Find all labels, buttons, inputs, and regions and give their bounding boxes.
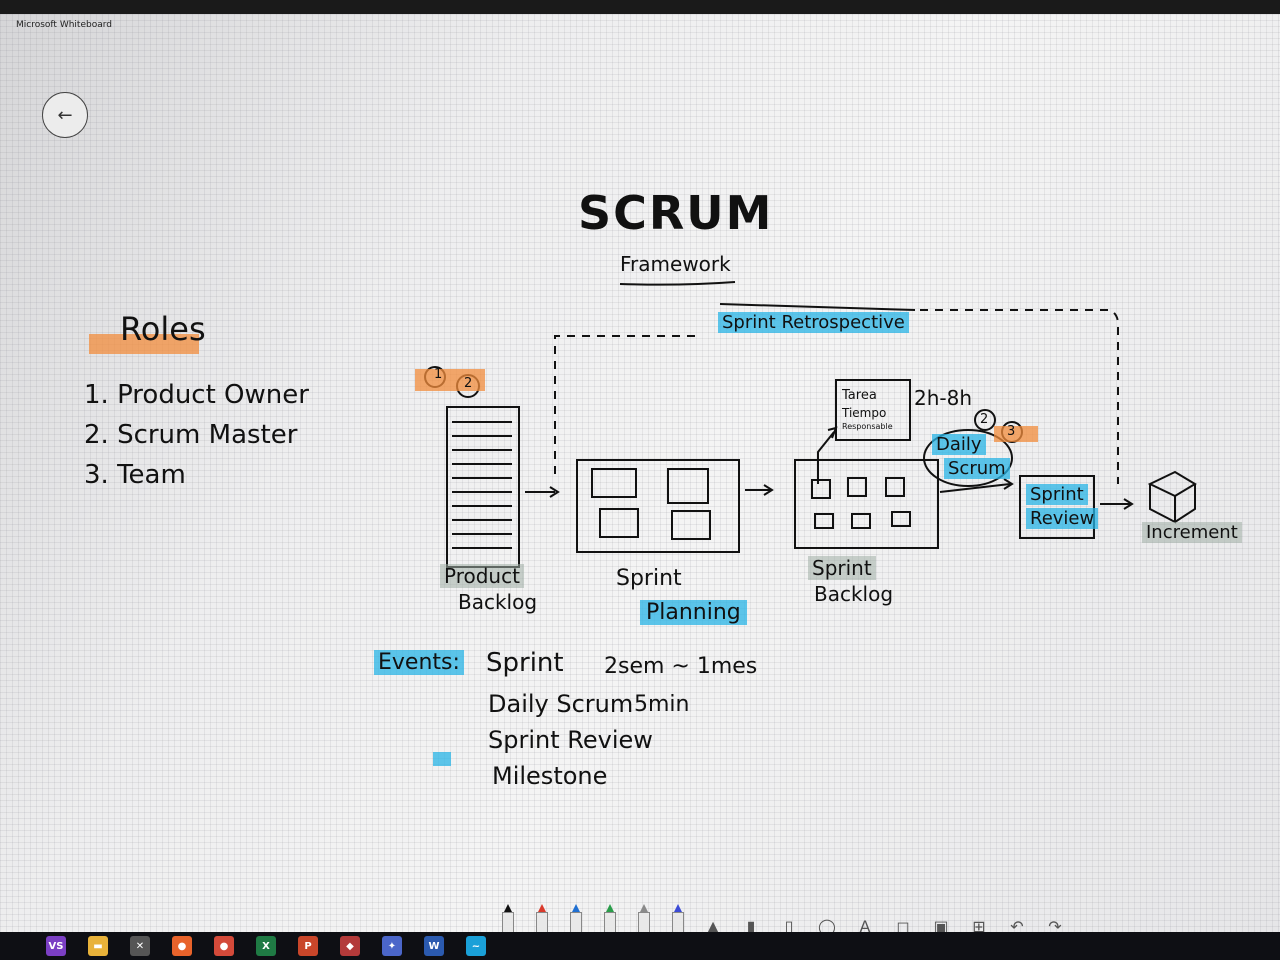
- taskbar: VS ▬ ✕ ● ● X P ◆ ✦ W ~: [0, 932, 1280, 960]
- time-range: 2h-8h: [914, 386, 973, 410]
- badge-number: 3: [1007, 424, 1016, 439]
- product-backlog-label: Product: [440, 564, 524, 588]
- event-duration: 2sem ~ 1mes: [604, 654, 758, 679]
- task-box: [835, 379, 911, 441]
- badge-number: 2: [464, 376, 473, 391]
- gray-pen-icon[interactable]: [636, 902, 650, 936]
- sprint-backlog-label: Backlog: [814, 582, 894, 606]
- window-title: Microsoft Whiteboard: [16, 20, 112, 30]
- highlighter-icon[interactable]: ▲: [706, 917, 720, 936]
- backlog-stack: [446, 406, 520, 568]
- red-pen-icon[interactable]: [534, 902, 548, 936]
- retro-top-line: [719, 303, 916, 311]
- event-name: Sprint: [486, 648, 564, 678]
- canvas-grid: [0, 14, 1280, 932]
- events-label: Events:: [374, 650, 464, 675]
- teams-icon[interactable]: ✦: [382, 936, 402, 956]
- powerpoint-icon[interactable]: P: [298, 936, 318, 956]
- diagram-drawing: [89, 281, 1197, 766]
- sprint-backlog-board: [794, 459, 939, 549]
- product-backlog-label: Backlog: [458, 590, 538, 614]
- back-button[interactable]: ←: [42, 92, 88, 138]
- task-box-line: Tiempo: [842, 406, 887, 420]
- event-duration: 5min: [634, 692, 690, 717]
- firefox-icon[interactable]: ●: [172, 936, 192, 956]
- sprint-review-label: Review: [1026, 508, 1099, 529]
- daily-scrum-label: Scrum: [944, 458, 1010, 479]
- task-box-line: Tarea: [842, 388, 877, 403]
- whiteboard-icon[interactable]: ~: [466, 936, 486, 956]
- inking-toolbar: ▲ ▮ ▯ ◯ A ◻ ▣ ⊞ ↶ ↷: [500, 894, 1180, 936]
- planning-board: [576, 459, 740, 553]
- sprint-planning-label: Planning: [640, 600, 747, 625]
- green-pen-icon[interactable]: [602, 902, 616, 936]
- roles-heading: Roles: [120, 310, 206, 348]
- sprint-planning-label: Sprint: [616, 566, 682, 591]
- blue-pen-icon[interactable]: [568, 902, 582, 936]
- task-box-line: Responsable: [842, 422, 893, 431]
- retro-dashed-right: [920, 309, 1119, 484]
- lasso-icon[interactable]: ◯: [818, 917, 836, 936]
- page-title: SCRUM: [578, 186, 774, 240]
- whiteboard-canvas[interactable]: Microsoft Whiteboard ←: [0, 14, 1280, 936]
- event-name: Sprint Review: [488, 726, 653, 754]
- visual-studio-icon[interactable]: VS: [46, 936, 66, 956]
- chrome-icon[interactable]: ●: [214, 936, 234, 956]
- retrospective-label: Sprint Retrospective: [718, 312, 909, 333]
- increment-label: Increment: [1142, 522, 1242, 543]
- shape-icon[interactable]: ◻: [896, 917, 910, 936]
- add-icon[interactable]: ⊞: [972, 917, 986, 936]
- role-item: 1. Product Owner: [84, 380, 309, 410]
- sprint-review-label: Sprint: [1026, 484, 1088, 505]
- shield-icon[interactable]: ◆: [340, 936, 360, 956]
- badge-number: 2: [980, 412, 989, 427]
- badge-number: 1: [434, 367, 443, 382]
- tools-icon[interactable]: ✕: [130, 936, 150, 956]
- text-icon[interactable]: A: [859, 917, 871, 936]
- sprint-backlog-label: Sprint: [808, 556, 876, 580]
- indigo-pen-icon[interactable]: [670, 902, 684, 936]
- arrow-daily-review: [939, 483, 1011, 493]
- file-explorer-icon[interactable]: ▬: [88, 936, 108, 956]
- image-icon[interactable]: ▣: [933, 917, 949, 936]
- excel-icon[interactable]: X: [256, 936, 276, 956]
- retro-dashed-left: [554, 335, 700, 474]
- arrow-to-task: [817, 431, 835, 484]
- note-icon[interactable]: ▯: [784, 917, 794, 936]
- role-item: 2. Scrum Master: [84, 420, 298, 450]
- subtitle-underline: [619, 281, 736, 286]
- ruler-icon[interactable]: ▮: [746, 917, 756, 936]
- arrow-left-icon: ←: [57, 104, 73, 126]
- page-subtitle: Framework: [620, 252, 731, 276]
- increment-cube: [1147, 470, 1197, 524]
- role-item: 3. Team: [84, 460, 186, 490]
- daily-scrum-loop: [923, 429, 1013, 487]
- daily-scrum-label: Daily: [932, 434, 986, 455]
- word-icon[interactable]: W: [424, 936, 444, 956]
- roles-highlight: [89, 334, 199, 354]
- event-name: Milestone: [492, 762, 608, 790]
- sprint-review-box: [1019, 475, 1095, 539]
- black-pen-icon[interactable]: [500, 902, 514, 936]
- event-name: Daily Scrum: [488, 690, 634, 718]
- redo-icon[interactable]: ↷: [1048, 917, 1062, 936]
- undo-icon[interactable]: ↶: [1010, 917, 1024, 936]
- milestone-highlight: [433, 752, 451, 766]
